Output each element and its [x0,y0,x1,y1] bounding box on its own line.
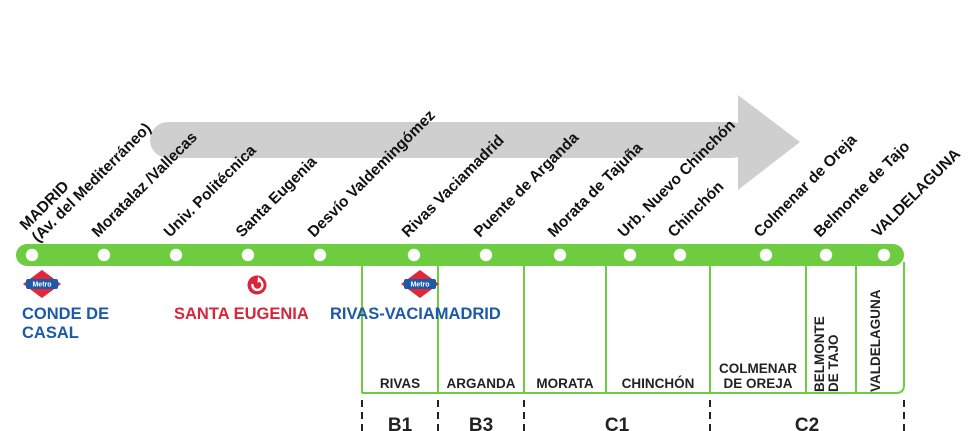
stop-dot [553,248,567,262]
metro-logo-icon: Metro [23,270,61,298]
zone-grid [361,262,905,431]
zone-code: C1 [605,415,630,431]
stop-dot [407,248,421,262]
zone-code: B3 [469,415,493,431]
cercanias-logo-icon [247,275,267,295]
stop-dot [673,248,687,262]
zone-code: B1 [388,415,413,431]
stop-dot [623,248,637,262]
stop-label: MADRID(Av. del Mediterráneo) [17,108,155,246]
town-label: RIVAS [380,376,420,391]
stop-dot [97,248,111,262]
stop-dot [819,248,833,262]
stop-dot [479,248,493,262]
town-label: CHINCHÓN [622,376,695,391]
stop-dot [759,248,773,262]
metro-badge-text: Metro [32,282,51,289]
zone-codes: B1 B3 C1 C2 [388,415,819,431]
connection-name: SANTA EUGENIA [174,305,309,323]
metro-logo-icon: Metro [401,270,439,298]
metro-badge-text: Metro [410,282,429,289]
direction-arrow-icon [150,95,800,190]
zone-frame [362,262,905,394]
connection-name: RIVAS-VACIAMADRID [330,305,501,323]
town-label: BELMONTEDE TAJO [812,316,841,392]
stop-dot [241,248,255,262]
stop-dot [877,248,891,262]
town-label: VALDELAGUNA [868,289,883,392]
town-label: MORATA [536,376,593,391]
town-label: ARGANDA [447,376,516,391]
stop-dot [169,248,183,262]
stop-dot [25,248,39,262]
zone-code: C2 [795,415,819,431]
stop-dot [313,248,327,262]
